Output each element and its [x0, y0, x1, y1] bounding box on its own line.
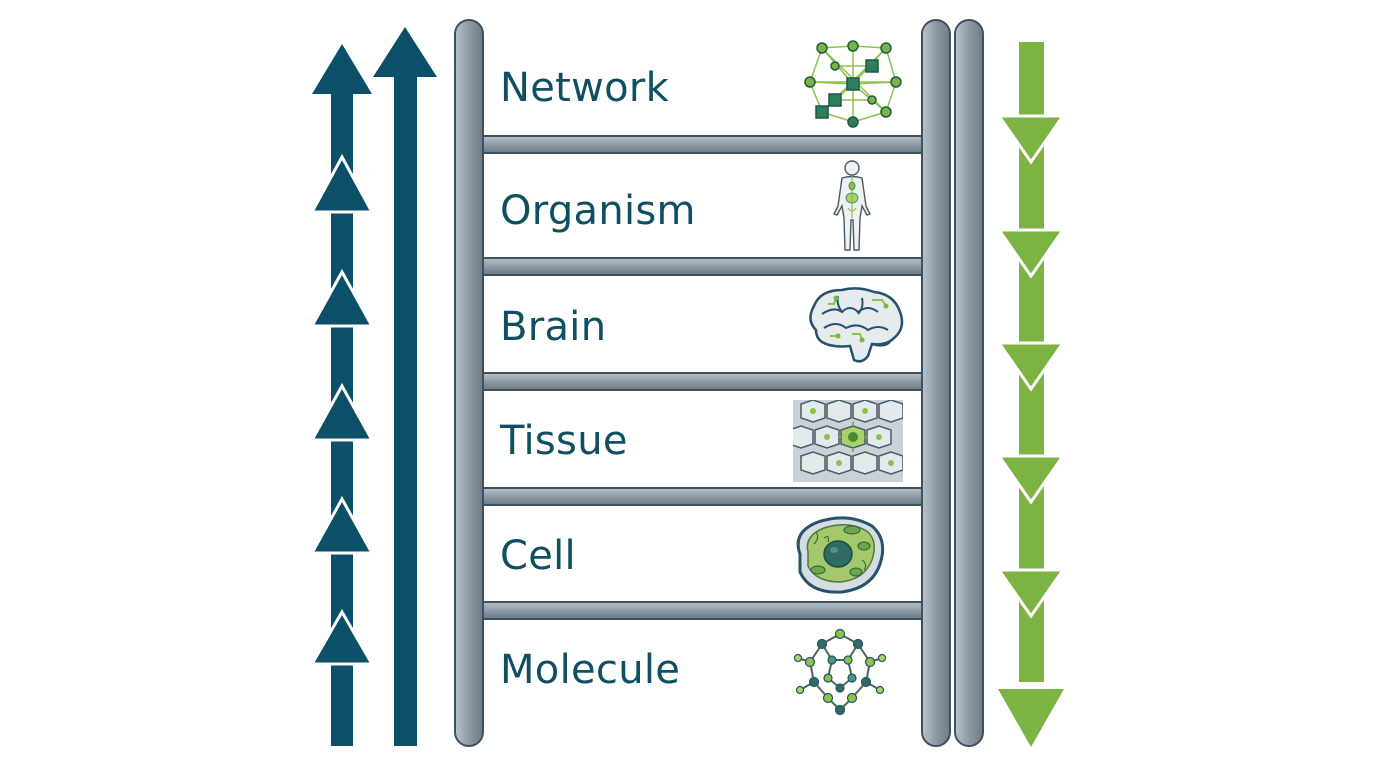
cell-icon	[790, 514, 886, 596]
brain-icon	[802, 284, 906, 366]
tissue-cells-icon	[793, 400, 903, 482]
level-label-brain: Brain	[500, 304, 607, 350]
ladder-rails	[454, 19, 984, 747]
network-graph-icon	[800, 36, 906, 130]
level-label-cell: Cell	[500, 533, 576, 579]
level-label-organism: Organism	[500, 188, 696, 234]
upward-stacked-arrows	[309, 44, 375, 746]
human-body-icon	[822, 158, 882, 254]
upward-long-arrow	[373, 27, 437, 746]
downward-stacked-arrows	[996, 42, 1066, 747]
level-label-molecule: Molecule	[500, 647, 681, 693]
molecule-icon	[794, 628, 886, 716]
level-label-tissue: Tissue	[500, 418, 628, 464]
level-label-network: Network	[500, 65, 670, 111]
